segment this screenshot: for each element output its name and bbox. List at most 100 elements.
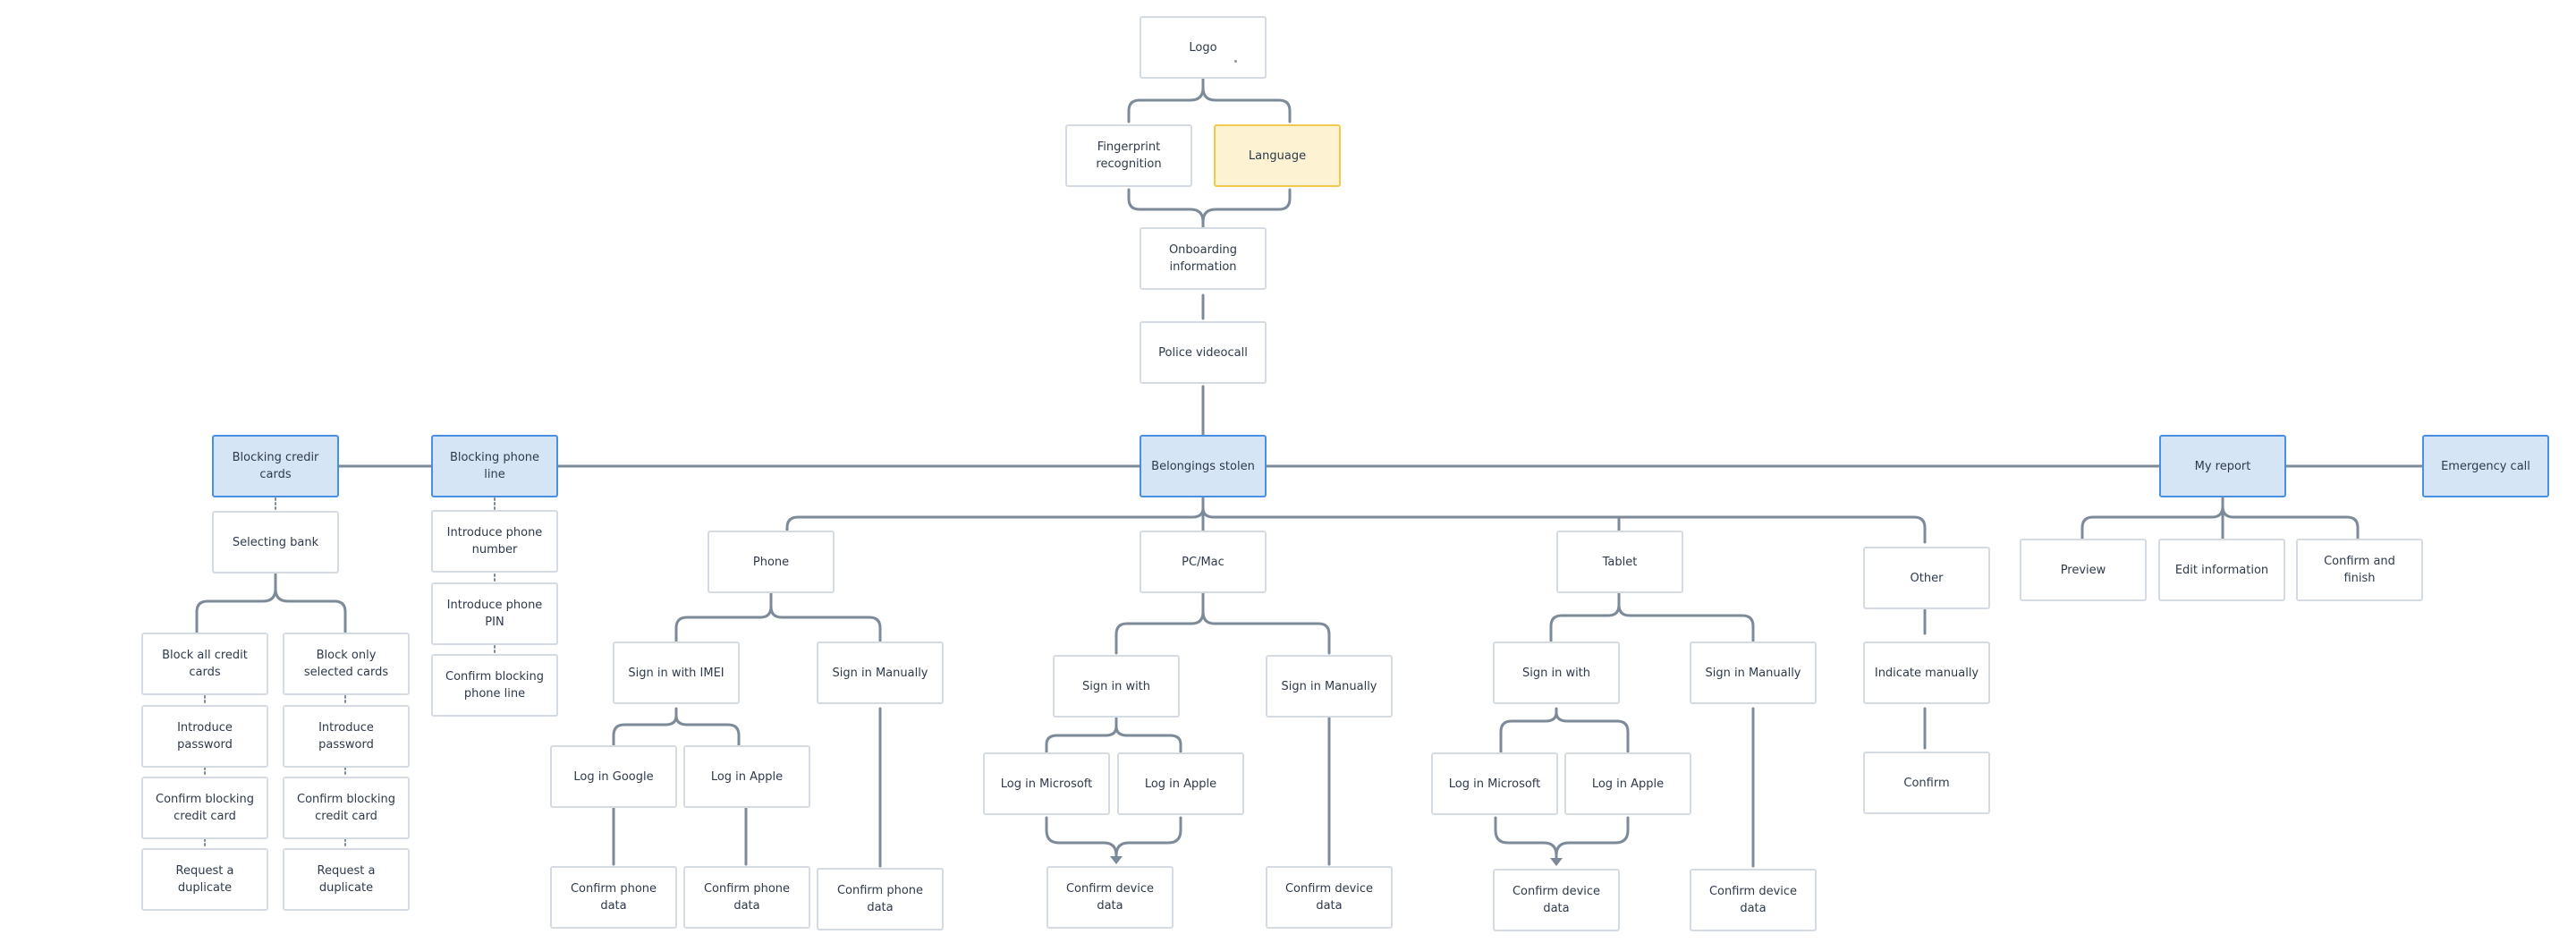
node-introduce-phone-pin[interactable]: Introduce phone PIN	[431, 582, 558, 645]
node-phone-log-in-google[interactable]: Log in Google	[550, 745, 677, 808]
node-phone-confirm-1-label: Confirm phone data	[570, 882, 657, 913]
node-blocking-phone[interactable]: Blocking phone line	[431, 435, 558, 497]
node-belongings-label: Belongings stolen	[1151, 459, 1255, 473]
node-emergency-call[interactable]: Emergency call	[2422, 435, 2549, 497]
node-other-label: Other	[1910, 571, 1944, 585]
arrow-pc-confirm	[1110, 856, 1123, 864]
node-other-manual-label: Indicate manually	[1874, 666, 1979, 680]
node-preview[interactable]: Preview	[2020, 539, 2147, 601]
node-pc-log-in-apple[interactable]: Log in Apple	[1117, 752, 1244, 815]
node-phone-confirm-2-label: Confirm phone data	[703, 882, 791, 913]
node-tablet-confirm-device-data-2[interactable]: Confirm device data	[1690, 869, 1817, 931]
connector-logo-split	[1127, 77, 1292, 123]
node-request-dup-2-label: Request a duplicate	[317, 864, 376, 895]
node-pc-confirm-2-label: Confirm device data	[1284, 882, 1374, 913]
node-phone-confirm-3-label: Confirm phone data	[836, 884, 924, 914]
node-police-videocall[interactable]: Police videocall	[1140, 321, 1267, 384]
node-my-report-label: My report	[2194, 459, 2251, 473]
connector-report-children	[2080, 497, 2360, 540]
node-block-all-cards[interactable]: Block all credit cards	[141, 633, 268, 695]
node-belongings-stolen[interactable]: Belongings stolen	[1140, 435, 1267, 497]
node-language-label: Language	[1248, 149, 1307, 163]
node-confirm-and-finish[interactable]: Confirm and finish	[2296, 539, 2423, 601]
node-request-dup-1-label: Request a duplicate	[175, 864, 234, 895]
node-tablet-sign-in-manually[interactable]: Sign in Manually	[1690, 641, 1817, 704]
node-tablet[interactable]: Tablet	[1556, 531, 1683, 593]
arrow-tab-confirm	[1550, 858, 1563, 866]
node-pc-confirm-device-data-2[interactable]: Confirm device data	[1266, 866, 1393, 929]
node-other[interactable]: Other	[1863, 547, 1990, 609]
connector-phone-split	[674, 591, 882, 642]
node-police-label: Police videocall	[1158, 345, 1248, 360]
node-edit-information[interactable]: Edit information	[2158, 539, 2285, 601]
connector-dotted-links	[204, 497, 496, 849]
node-selecting-bank-label: Selecting bank	[232, 535, 319, 549]
node-phone-sign-in-imei[interactable]: Sign in with IMEI	[613, 641, 740, 704]
node-pc-mac[interactable]: PC/Mac	[1140, 531, 1267, 593]
connector-imei-split	[612, 707, 741, 747]
node-tablet-sign-in-with[interactable]: Sign in with	[1493, 641, 1620, 704]
node-onboarding[interactable]: Onboarding information	[1140, 227, 1267, 290]
node-confirm-phone-data-3[interactable]: Confirm phone data	[817, 868, 944, 930]
node-language[interactable]: Language	[1214, 124, 1341, 187]
node-introduce-password-1[interactable]: Introduce password	[141, 705, 268, 768]
node-edit-info-label: Edit information	[2174, 563, 2269, 577]
node-phone-sign-in-manually[interactable]: Sign in Manually	[817, 641, 944, 704]
node-pcmac-label: PC/Mac	[1182, 555, 1224, 569]
node-blocking-phone-label: Blocking phone line	[449, 451, 540, 481]
node-pc-apple-label: Log in Apple	[1144, 777, 1217, 791]
node-pc-manual-label: Sign in Manually	[1281, 679, 1377, 693]
node-tablet-confirm-device-data-1[interactable]: Confirm device data	[1493, 869, 1620, 931]
node-request-duplicate-1[interactable]: Request a duplicate	[141, 848, 268, 911]
connector-bank-split	[195, 573, 347, 633]
node-emergency-label: Emergency call	[2441, 459, 2530, 473]
node-other-confirm[interactable]: Confirm	[1863, 752, 1990, 814]
node-onboarding-label: Onboarding information	[1168, 243, 1238, 274]
connector-merge-onboarding	[1127, 188, 1292, 229]
node-logo[interactable]: Logo	[1140, 16, 1267, 79]
node-tab-confirm-1-label: Confirm device data	[1512, 885, 1601, 915]
node-introduce-password-2[interactable]: Introduce password	[283, 705, 410, 768]
node-other-indicate-manually[interactable]: Indicate manually	[1863, 641, 1990, 704]
node-pc-microsoft-label: Log in Microsoft	[1000, 777, 1093, 791]
node-confirm-card-1-label: Confirm blocking credit card	[156, 793, 254, 823]
node-confirm-phone-data-1[interactable]: Confirm phone data	[550, 866, 677, 929]
node-phone-label: Phone	[752, 555, 790, 569]
connector-pc-signin-split	[1045, 716, 1182, 754]
connector-pc-merge	[1045, 816, 1182, 861]
node-blocking-cards[interactable]: Blocking credir cards	[212, 435, 339, 497]
node-block-selected-cards[interactable]: Block only selected cards	[283, 633, 410, 695]
node-tab-manual-label: Sign in Manually	[1705, 666, 1801, 680]
node-tablet-log-in-apple[interactable]: Log in Apple	[1564, 752, 1691, 815]
node-pc-sign-in-manually[interactable]: Sign in Manually	[1266, 655, 1393, 718]
node-fingerprint[interactable]: Fingerprint recognition	[1065, 124, 1192, 187]
node-confirm-finish-label: Confirm and finish	[2324, 555, 2395, 585]
node-confirm-block-card-2[interactable]: Confirm blocking credit card	[283, 777, 410, 839]
node-logo-label: Logo	[1189, 40, 1217, 55]
connector-tablet-split	[1549, 591, 1755, 642]
node-pc-sign-in-with[interactable]: Sign in with	[1053, 655, 1180, 718]
node-pc-log-in-microsoft[interactable]: Log in Microsoft	[983, 752, 1110, 815]
node-introduce-phone-number[interactable]: Introduce phone number	[431, 510, 558, 573]
node-preview-label: Preview	[2060, 563, 2106, 577]
node-confirm-block-card-1[interactable]: Confirm blocking credit card	[141, 777, 268, 839]
node-phone-log-in-apple[interactable]: Log in Apple	[683, 745, 810, 808]
node-phone[interactable]: Phone	[708, 531, 835, 593]
connector-tab-merge	[1494, 816, 1630, 862]
node-my-report[interactable]: My report	[2159, 435, 2286, 497]
stray-dot	[1234, 60, 1237, 63]
node-tablet-label: Tablet	[1602, 555, 1638, 569]
node-tab-apple-label: Log in Apple	[1591, 777, 1665, 791]
node-confirm-phone-data-2[interactable]: Confirm phone data	[683, 866, 810, 929]
node-selecting-bank[interactable]: Selecting bank	[212, 511, 339, 573]
node-pc-confirm-device-data-1[interactable]: Confirm device data	[1046, 866, 1174, 929]
node-confirm-block-phone[interactable]: Confirm blocking phone line	[431, 654, 558, 717]
node-request-duplicate-2[interactable]: Request a duplicate	[283, 848, 410, 911]
node-intro-phone-pin-label: Introduce phone PIN	[446, 599, 543, 629]
node-phone-apple-label: Log in Apple	[710, 769, 784, 784]
node-phone-google-label: Log in Google	[573, 769, 654, 784]
node-tablet-log-in-microsoft[interactable]: Log in Microsoft	[1431, 752, 1558, 815]
connector-pc-split	[1114, 591, 1331, 655]
node-phone-manual-label: Sign in Manually	[832, 666, 928, 680]
